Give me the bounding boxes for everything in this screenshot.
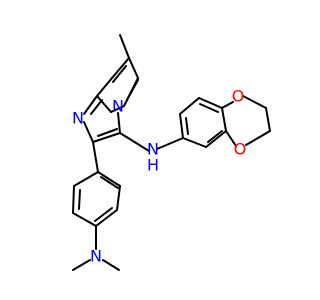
atom-nh-h: H [147, 156, 159, 175]
bond-n-me1 [72, 259, 91, 271]
atom-o-top: O [232, 87, 245, 106]
bond-ph-p1-p2 [97, 171, 121, 187]
atom-nh-n: N [147, 140, 159, 159]
bond-dx-o1-c1 [242, 95, 267, 109]
bond-bd-a2-a3-inner [207, 130, 223, 143]
bond-n-me2 [102, 259, 120, 271]
bond-bd-a1-a2 [182, 137, 207, 148]
bond-im-c3-n4 [117, 112, 121, 134]
bond-dx-o2-a3 [225, 130, 237, 147]
bond-pyr-n-c5 [110, 105, 125, 113]
bond-bd-a6-a1-inner [185, 117, 189, 135]
bond-nh-aryl [156, 137, 184, 150]
bond-ph-p5-p6 [72, 185, 75, 214]
bond-bd-a4-a5 [198, 97, 223, 109]
bond-im-c2-c3 [92, 132, 121, 143]
bond-ph-p3-p4 [95, 209, 118, 227]
bond-pyr-c3-n [96, 95, 112, 113]
bond-im-c8a-n1 [83, 95, 98, 115]
bond-ph-p1-p2-inner [100, 176, 119, 189]
atom-labels: N N N H O O N [72, 87, 246, 266]
bonds [72, 34, 271, 271]
bond-bd-a2-a3 [205, 130, 227, 148]
bond-c2-phenyl [92, 141, 99, 173]
bond-im-c8a-n1-inner [90, 99, 103, 115]
bond-bd-a4-a5-inner [199, 103, 219, 113]
bond-bd-a5-a6 [179, 97, 200, 115]
bond-ph-p5-p6-inner [78, 189, 81, 210]
bond-ph-p6-p1 [73, 171, 99, 187]
bond-pyr-c2-c3 [96, 77, 113, 97]
bond-ph-p4-p5 [72, 212, 97, 227]
bond-im-n1-c2 [83, 121, 94, 143]
atom-n-bridge: N [112, 97, 124, 116]
bond-pyr-c1-c2 [111, 57, 130, 79]
bond-dx-c1-c2 [265, 107, 271, 132]
bond-dx-a4-o1 [221, 101, 234, 109]
bond-pyr-c6-c1 [128, 57, 139, 79]
bond-im-c2-c3-inner [97, 128, 118, 137]
bond-c3-nh [119, 132, 150, 152]
bond-ph-p2-p3 [116, 185, 121, 211]
bond-bd-a3-a4 [221, 107, 227, 132]
molecule-diagram: N N N H O O N [72, 34, 271, 271]
bond-ph-p3-p4-inner [94, 207, 113, 222]
atom-n-imine: N [72, 109, 84, 128]
bond-methyl [119, 34, 130, 59]
bond-pyr-c5-c6-inner [127, 79, 139, 99]
atom-o-bottom: O [234, 140, 247, 159]
bond-pyr-c1-c2-inner [112, 65, 127, 83]
bond-bd-a6-a1 [179, 113, 184, 139]
bond-dx-c2-o2 [245, 130, 271, 146]
atom-n-dimethyl: N [90, 247, 102, 266]
